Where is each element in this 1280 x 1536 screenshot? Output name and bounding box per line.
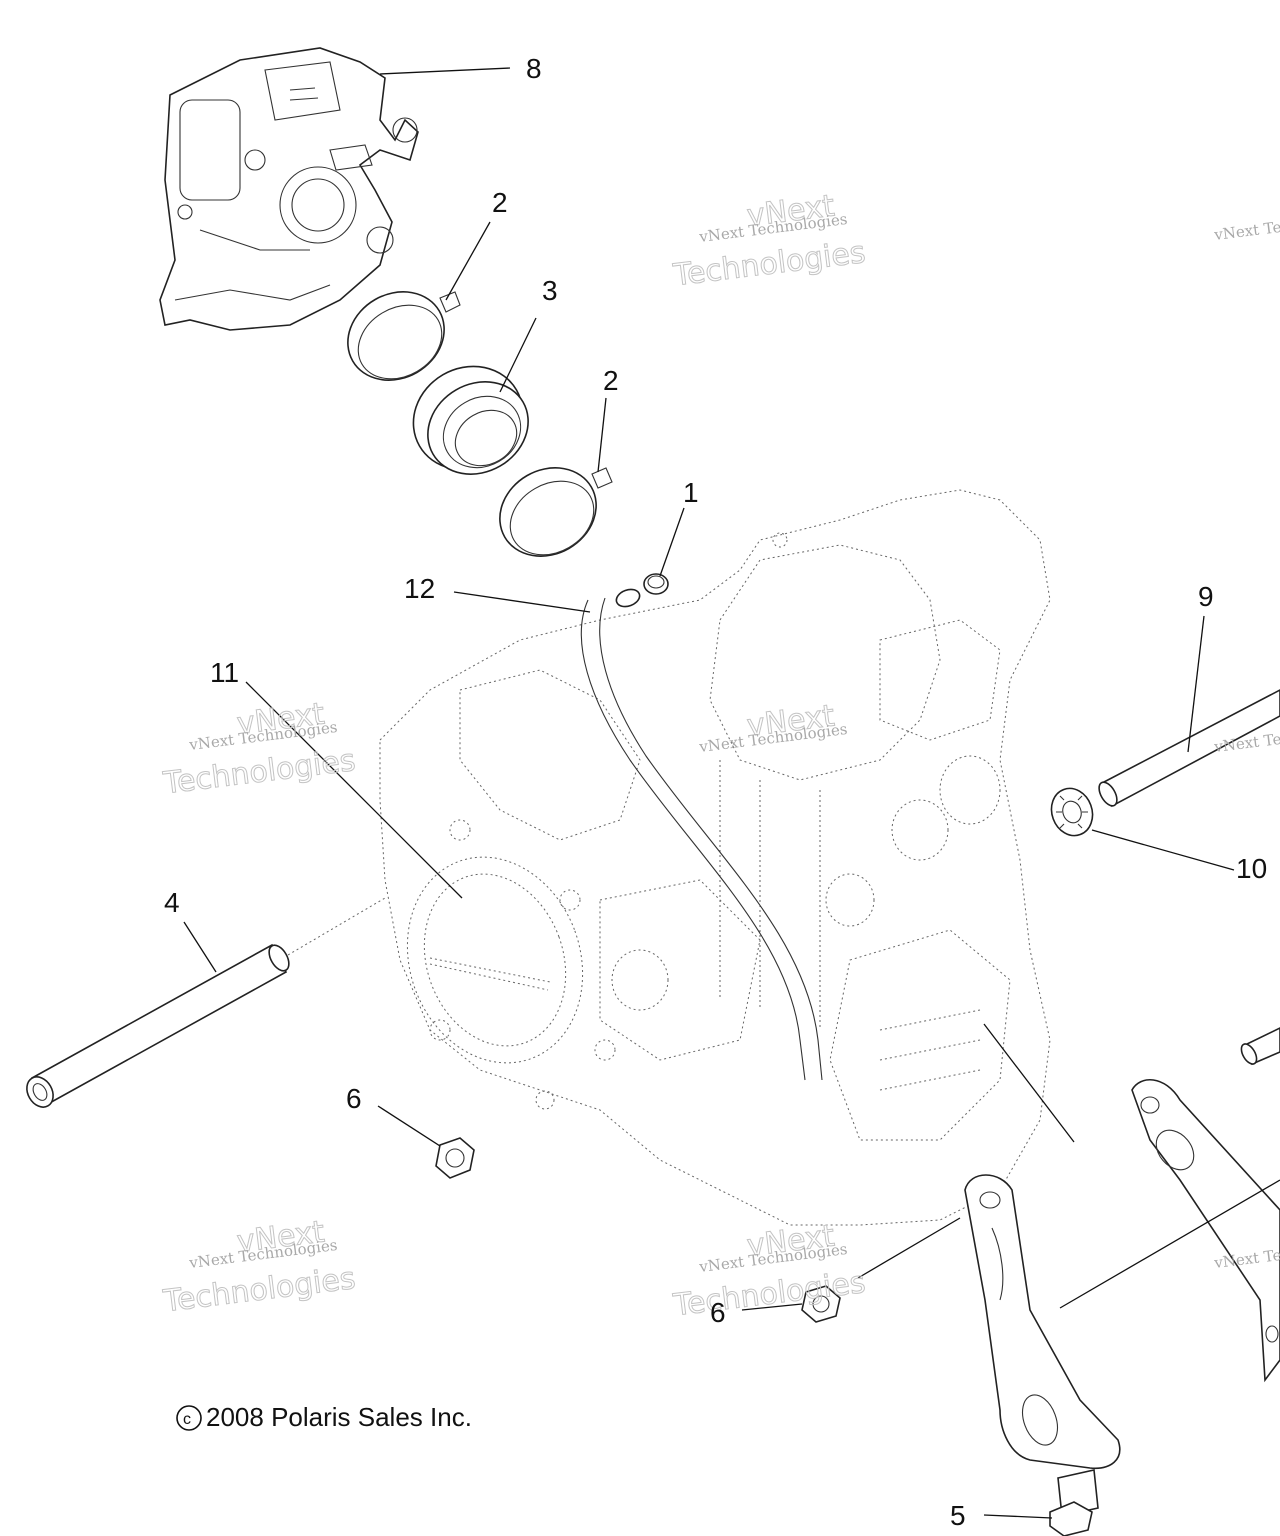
mount-tube-left-part [26, 897, 386, 1108]
watermarks: vNext vNext Technologies Technologies vN… [160, 188, 1280, 1324]
watermark: vNext vNext Technologies Technologies [160, 696, 358, 802]
callout-2-upper: 2 [492, 187, 508, 218]
watermark: vNext Technologies [1212, 208, 1280, 244]
callout-9: 9 [1198, 581, 1214, 612]
callout-12: 12 [404, 573, 435, 604]
copyright-symbol-icon [176, 1405, 202, 1431]
callout-labels: 8 2 3 2 1 12 9 11 10 4 6 6 5 [164, 53, 1267, 1531]
copyright-text: 2008 Polaris Sales Inc. [206, 1402, 472, 1432]
copyright-notice: c 2008 Polaris Sales Inc. [176, 1402, 472, 1432]
engine-mount-bracket-front [964, 1174, 1121, 1469]
callout-6-left: 6 [346, 1083, 362, 1114]
leader-lines [183, 67, 1280, 1519]
engine-assembly [379, 489, 1051, 1226]
callout-1: 1 [683, 477, 699, 508]
breather-hose-part [580, 588, 823, 1081]
callout-3: 3 [542, 275, 558, 306]
watermark: vNext vNext Technologies Technologies [670, 188, 868, 294]
watermark-line: vNext Technologies [1212, 208, 1280, 244]
bolt-part [1049, 1469, 1099, 1536]
callout-6-bottom: 6 [710, 1297, 726, 1328]
callout-11: 11 [210, 657, 239, 688]
watermark: vNext vNext Technologies [697, 698, 848, 756]
watermark: vNext vNext Technologies Technologies [160, 1214, 358, 1320]
callout-10: 10 [1236, 853, 1267, 884]
nut-bottom-part [801, 1285, 841, 1323]
callout-5: 5 [950, 1500, 966, 1531]
copyright-symbol-glyph-icon: c [183, 1411, 191, 1428]
throttle-body-part [159, 47, 419, 331]
lock-washer-part [1050, 787, 1094, 837]
callout-4: 4 [164, 887, 180, 918]
hose-clamp-part [643, 573, 669, 595]
callout-8: 8 [526, 53, 542, 84]
intake-boot-part [412, 365, 529, 475]
clamp-lower-part [499, 467, 613, 557]
callout-2-lower: 2 [603, 365, 619, 396]
mount-tube-right-part [1098, 689, 1280, 1066]
nut-left-part [435, 1137, 475, 1179]
engine-mount-bracket-rear [1131, 1078, 1280, 1383]
